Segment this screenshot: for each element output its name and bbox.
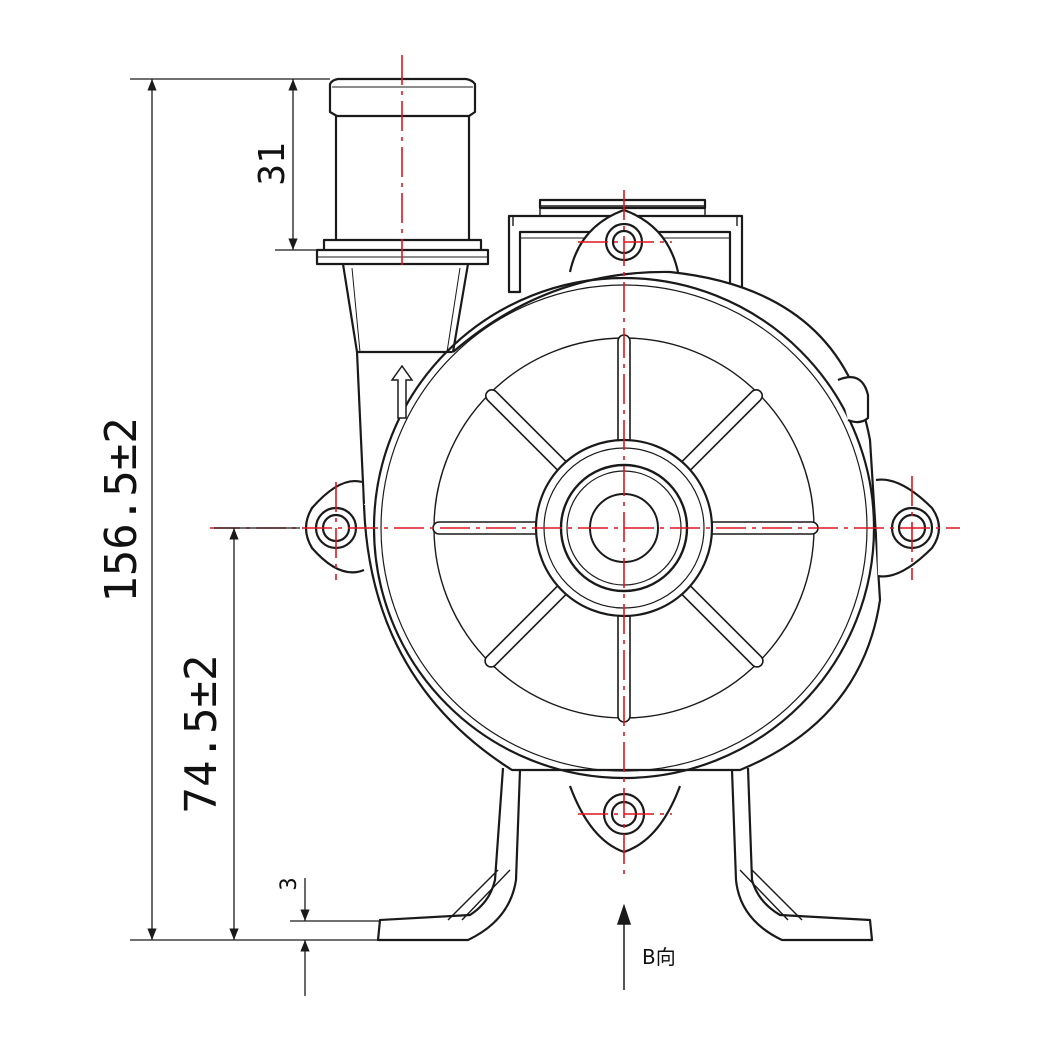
overall-height-label: 156.5±2 [96,417,147,602]
left-foot [376,767,522,942]
foot-thickness-label: 3 [277,877,302,890]
volute-neck [341,263,470,506]
center-height-label: 74.5±2 [176,655,227,814]
dimension-lines [130,78,380,996]
arrow-up-icon [390,364,414,419]
view-b-label: B向 [642,945,676,969]
right-foot [730,767,874,942]
view-b-arrow [616,903,632,990]
outlet-length-label: 31 [252,142,293,185]
bottom-mount-ear [568,785,682,854]
pump-outline [304,77,941,942]
centerlines [210,55,960,880]
left-mount-ear [304,479,365,574]
